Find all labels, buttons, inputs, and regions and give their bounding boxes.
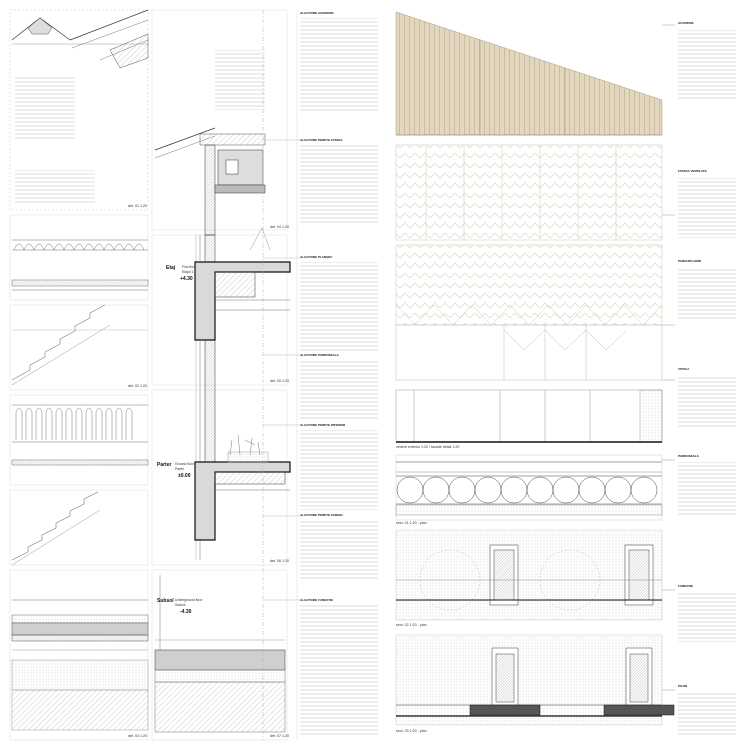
right-leaders <box>662 24 675 691</box>
stair-balusters-1 <box>11 239 149 291</box>
plan-section-foundation <box>395 634 675 726</box>
scale-label: det. 02 1:20 <box>128 384 147 388</box>
note-heading: ALCATUIRE PLANSEU <box>300 255 333 259</box>
facade-base <box>395 389 663 443</box>
left-column-details <box>9 9 149 741</box>
level-sub-en: First floor <box>182 265 197 269</box>
roof-wood-cladding <box>395 11 663 136</box>
middle-notes-lines <box>263 10 378 740</box>
level-sub-ro: Subsol <box>175 603 186 607</box>
stair-flight-2 <box>11 491 101 566</box>
right-notes-blocks <box>678 30 736 737</box>
middle-column-section <box>151 9 291 741</box>
note-heading: PARDOSEALA <box>678 454 699 458</box>
scale-label: det. 01 1:20 <box>128 204 147 208</box>
scale-label: det. 06 1:20 <box>270 559 289 563</box>
level-sub-ro: Etajul 1 <box>182 270 194 274</box>
scale-label: det. 07 1:20 <box>270 734 289 738</box>
level-sub-ro: Parter <box>175 467 185 471</box>
level-sub-en: Underground floor <box>175 598 203 602</box>
note-heading: ALCATUIRE PERETE FATADA <box>300 138 343 142</box>
note-heading: FUNDATIE <box>678 584 693 588</box>
facade-doors <box>395 324 663 381</box>
note-heading: PILON <box>678 684 688 688</box>
note-heading: ALCATUIRE ACOPERIS <box>300 11 334 15</box>
note-heading: ACOPERIS <box>678 21 694 25</box>
ground-floor-slab <box>194 434 291 541</box>
scale-label: sect. 03 1:20 - plan <box>396 729 427 733</box>
roof-eave-detail <box>154 127 266 236</box>
note-heading: FATADA VENTILATA <box>678 169 707 173</box>
first-floor-slab <box>194 227 291 341</box>
right-column-facade <box>395 11 736 737</box>
stair-balusters-2 <box>11 404 149 466</box>
roof-slope-left <box>69 9 149 69</box>
level-value: -4.30 <box>180 609 192 615</box>
note-heading: ALCATUIRE PERETE INTERIOR <box>300 423 346 427</box>
scale-label: sect. 01 1:20 - plan <box>396 521 427 525</box>
level-name: Parter <box>157 462 172 468</box>
note-heading: PANOURI LEMN <box>678 259 701 263</box>
level-name: Etaj <box>166 265 176 271</box>
scale-label: det. 04 1:20 <box>270 225 289 229</box>
level-value: +4.30 <box>180 276 193 282</box>
note-heading: VITRAJ <box>678 367 689 371</box>
level-name: Subsol <box>157 598 174 604</box>
scale-label: vedere exterior 1:20 / facade detail 1:2… <box>396 445 460 449</box>
note-heading: ALCATUIRE PERETE SUBSOL <box>300 513 344 517</box>
basement-slab <box>154 575 286 733</box>
scale-label: det. 03 1:20 <box>128 734 147 738</box>
plan-section-pipes <box>395 454 663 521</box>
floor-layers-left <box>11 599 149 731</box>
note-heading: ALCATUIRE FUNDATIE <box>300 598 333 602</box>
facade-panels-upper <box>395 144 663 326</box>
level-value: ±0.00 <box>178 473 191 479</box>
stair-flight-1 <box>11 304 148 386</box>
plan-section-joists <box>395 529 663 621</box>
scale-label: sect. 02 1:20 - plan <box>396 623 427 627</box>
note-heading: ALCATUIRE PARDOSEALA <box>300 353 339 357</box>
scale-label: det. 05 1:20 <box>270 379 289 383</box>
level-sub-en: Ground floor <box>175 462 194 466</box>
